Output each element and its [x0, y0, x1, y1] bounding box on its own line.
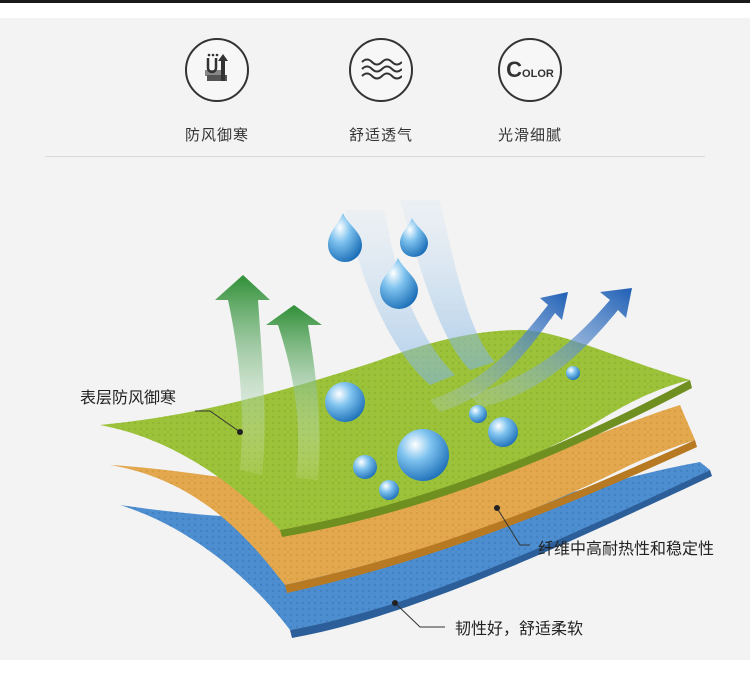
green-arrow-1 — [215, 275, 270, 475]
air-flow-streams — [345, 200, 495, 385]
callout-top-layer: 表层防风御寒 — [80, 388, 177, 407]
divider — [45, 156, 705, 157]
callout-bottom-layer: 韧性好，舒适柔软 — [455, 619, 584, 638]
color-icon-rest: OLOR — [522, 68, 554, 80]
color-icon-c: C — [506, 57, 523, 82]
waves-icon — [349, 38, 413, 102]
color-icon: COLOR — [498, 38, 562, 102]
blue-arrow-1 — [430, 292, 568, 412]
feature-windproof: 防风御寒 — [147, 38, 287, 145]
feature-breathable: 舒适透气 — [311, 38, 451, 145]
feature-label: 舒适透气 — [348, 126, 413, 144]
blue-arrow-2 — [470, 288, 632, 408]
layered-arrow-up-icon — [185, 38, 249, 102]
feature-smooth: COLOR 光滑细腻 — [460, 38, 600, 145]
water-drops — [325, 213, 580, 500]
green-arrow-2 — [266, 305, 322, 480]
feature-label: 光滑细腻 — [497, 126, 562, 144]
feature-label: 防风御寒 — [184, 126, 249, 144]
callout-lines — [195, 410, 530, 628]
callout-middle-layer: 纤维中高耐热性和稳定性 — [538, 539, 715, 558]
top-bar — [0, 0, 750, 3]
